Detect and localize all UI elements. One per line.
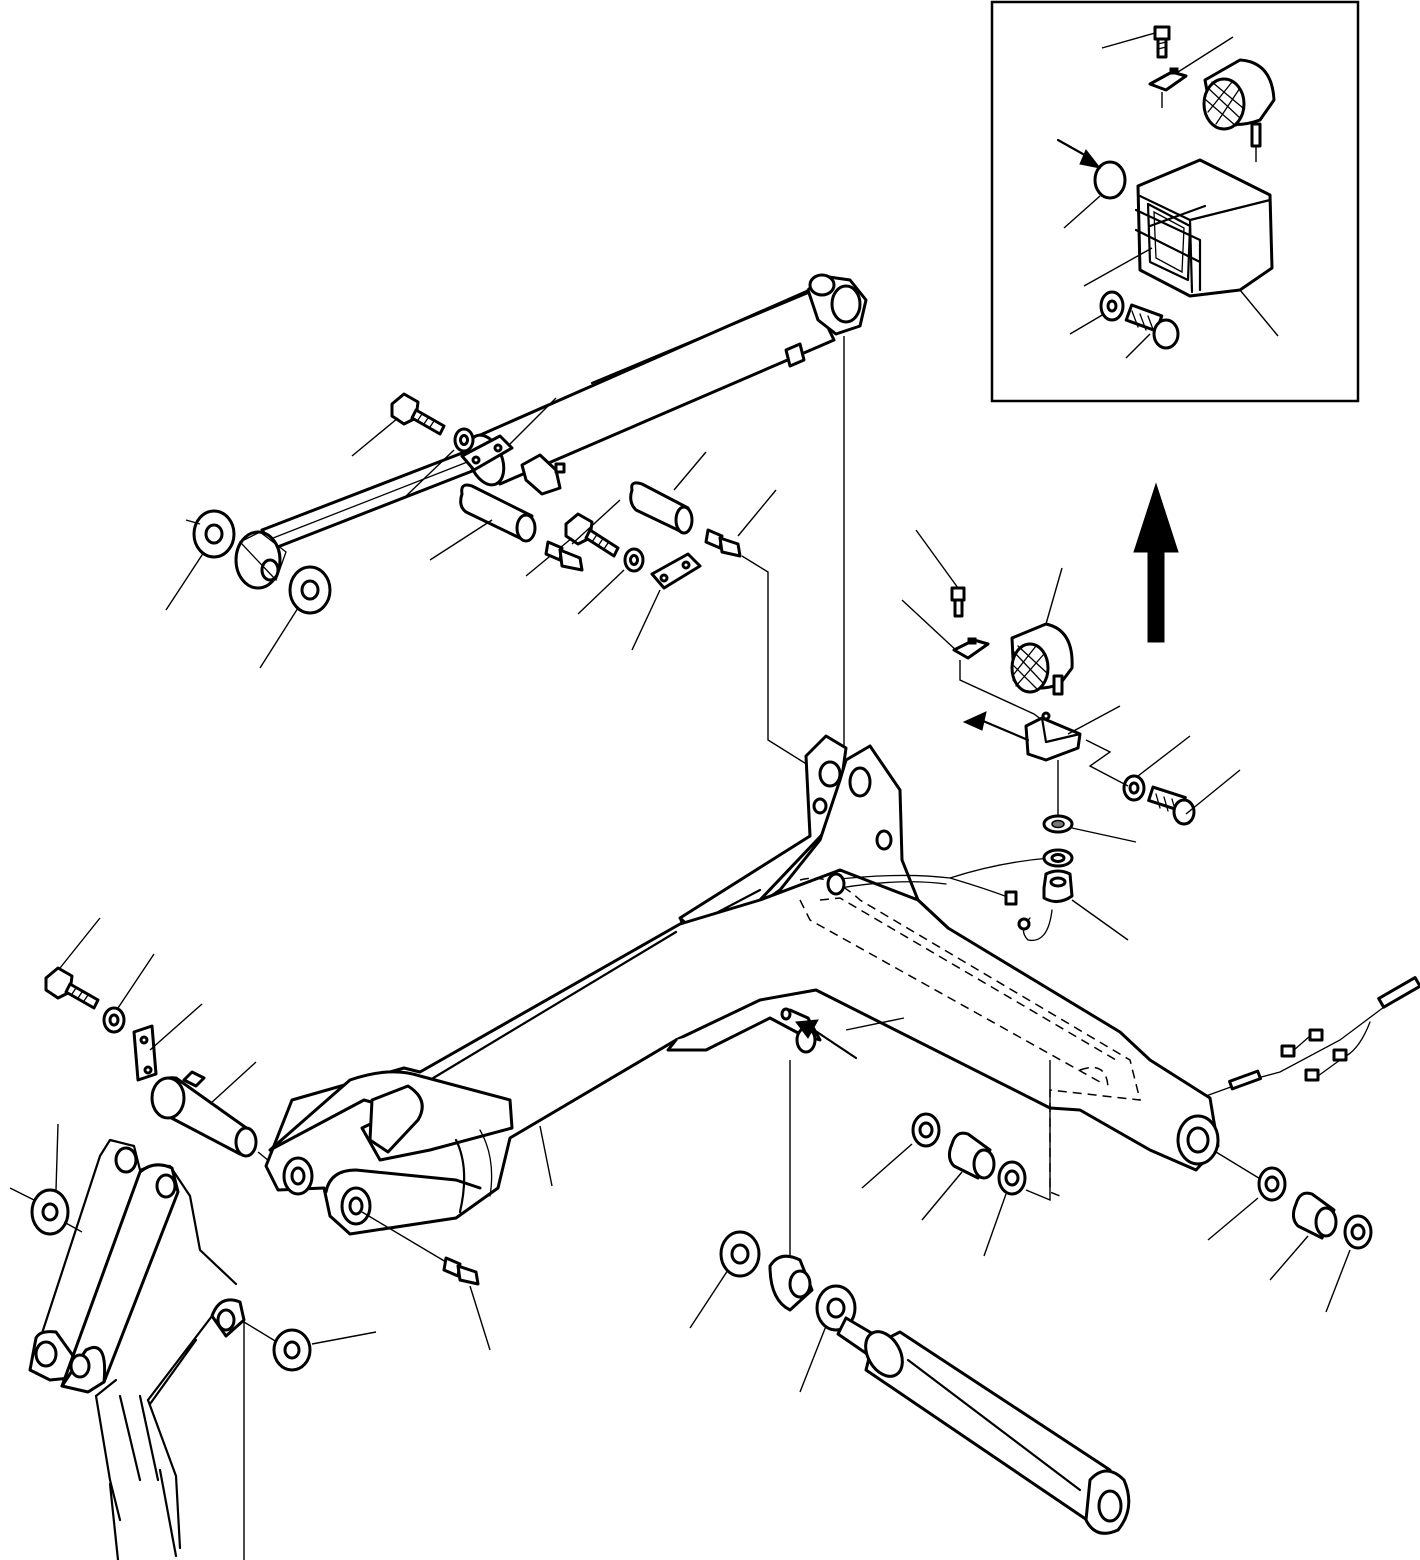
inset-guard — [1083, 158, 1279, 337]
inset-lamp — [1202, 58, 1276, 162]
bucket-link-arm — [9, 1123, 377, 1560]
inset-washer-bolt — [1069, 290, 1180, 359]
boom-cylinder — [165, 273, 868, 760]
mid-bushing-group — [861, 1060, 1051, 1257]
wiring-harness — [826, 857, 1420, 1097]
boom-arm — [264, 734, 1220, 1236]
inset-spacer — [1056, 138, 1127, 229]
lower-cylinder — [689, 1060, 1131, 1535]
inset-screw — [1101, 25, 1171, 59]
direction-arrow-up — [1133, 482, 1179, 643]
boom-grease-nipple — [361, 1211, 491, 1351]
left-pin-group — [44, 917, 281, 1171]
inset-clip — [1148, 36, 1234, 108]
detail-inset — [990, 0, 1360, 403]
upper-pin-group — [525, 451, 817, 771]
work-lamp — [901, 529, 1241, 941]
end-bushing-group — [1207, 1151, 1373, 1313]
middle-pin-group — [351, 392, 621, 572]
